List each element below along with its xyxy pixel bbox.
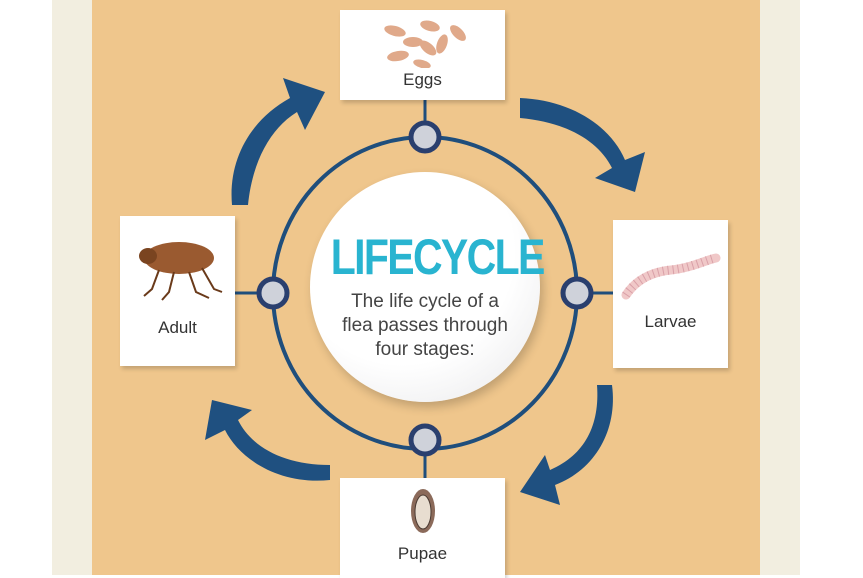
diagram-subtitle: The life cycle of a flea passes through … (310, 290, 540, 362)
arrow-eggs-to-larvae (520, 98, 645, 192)
flea-icon (139, 242, 223, 301)
subtitle-line: The life cycle of a (351, 291, 499, 312)
stage-label: Eggs (403, 70, 442, 89)
eggs-icon (384, 20, 466, 68)
diagram-title: LIFECYCLE (330, 229, 546, 285)
node-pupae (408, 423, 442, 457)
pupa-icon (411, 489, 435, 533)
subtitle-line: four stages: (375, 339, 475, 360)
node-larvae (560, 276, 594, 310)
stage-label: Pupae (397, 544, 448, 563)
center-circle: LIFECYCLE The life cycle of a flea passe… (310, 172, 546, 402)
node-eggs (408, 120, 442, 154)
stage-card-eggs: Eggs (340, 10, 505, 100)
stage-card-pupae: Pupae (340, 478, 505, 578)
arrow-larvae-to-pupae (520, 385, 613, 505)
subtitle-line: flea passes through (342, 315, 508, 336)
node-adult (256, 276, 290, 310)
arrow-adult-to-eggs (231, 78, 325, 205)
stage-label: Larvae (644, 312, 697, 331)
larva-icon (621, 253, 721, 300)
arrow-pupae-to-adult (205, 400, 330, 481)
stage-card-adult: Adult (120, 216, 235, 366)
stage-label: Adult (158, 318, 197, 337)
stage-card-larvae: Larvae (613, 220, 728, 368)
